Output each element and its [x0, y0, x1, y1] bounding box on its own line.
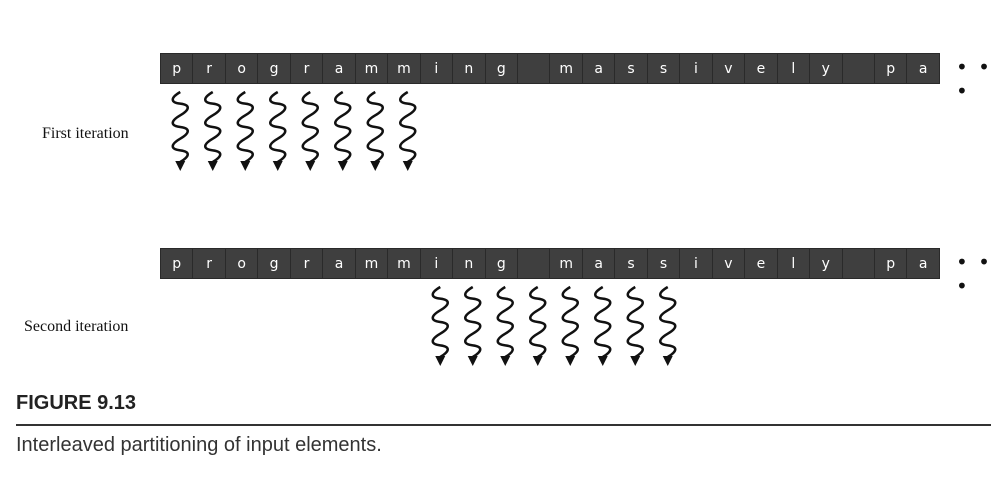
second-cell-12: m: [550, 249, 582, 278]
first-cell-6: m: [355, 54, 388, 83]
caption-divider: [16, 424, 991, 426]
first-cell-3: g: [258, 54, 290, 83]
second-cell-14: s: [615, 249, 647, 278]
second-cell-15: s: [647, 249, 680, 278]
first-cell-9: n: [453, 54, 485, 83]
ellipsis-second: • • •: [956, 250, 992, 298]
second-cell-5: a: [323, 249, 355, 278]
first-cell-7: m: [388, 54, 420, 83]
thread-arrow: [399, 90, 417, 171]
thread-arrow: [334, 90, 352, 171]
figure-caption: Interleaved partitioning of input elemen…: [16, 434, 382, 456]
first-cell-20: y: [810, 54, 842, 83]
thread-arrow: [594, 285, 612, 366]
first-cell-16: i: [680, 54, 712, 83]
second-cell-11: [517, 249, 550, 278]
second-cell-0: p: [161, 249, 193, 278]
first-cell-11: [517, 54, 550, 83]
second-cell-9: n: [453, 249, 485, 278]
thread-arrow: [204, 90, 222, 171]
first-cell-18: e: [745, 54, 777, 83]
first-cell-22: p: [874, 54, 907, 83]
first-iteration-label: First iteration: [42, 125, 129, 142]
second-cell-16: i: [680, 249, 712, 278]
second-iteration-label: Second iteration: [24, 318, 129, 335]
first-cell-17: v: [712, 54, 745, 83]
second-cell-10: g: [485, 249, 517, 278]
thread-arrow: [659, 285, 677, 366]
thread-arrow: [171, 90, 189, 171]
second-cell-6: m: [355, 249, 388, 278]
first-cell-4: r: [290, 54, 323, 83]
first-cell-10: g: [485, 54, 517, 83]
thread-arrow: [269, 90, 287, 171]
thread-arrow: [431, 285, 449, 366]
thread-arrow: [366, 90, 384, 171]
second-cell-13: a: [582, 249, 615, 278]
thread-arrow: [496, 285, 514, 366]
second-cell-21: [842, 249, 874, 278]
second-cell-22: p: [874, 249, 907, 278]
first-cell-8: i: [420, 54, 453, 83]
thread-arrow: [301, 90, 319, 171]
second-cell-17: v: [712, 249, 745, 278]
second-cell-7: m: [388, 249, 420, 278]
first-cell-14: s: [615, 54, 647, 83]
second-cell-2: o: [225, 249, 258, 278]
second-cell-19: l: [777, 249, 810, 278]
first-cell-0: p: [161, 54, 193, 83]
second-cell-3: g: [258, 249, 290, 278]
thread-arrow: [464, 285, 482, 366]
first-cell-19: l: [777, 54, 810, 83]
second-cell-23: a: [907, 249, 939, 278]
second-cell-20: y: [810, 249, 842, 278]
second-cell-8: i: [420, 249, 453, 278]
first-cell-23: a: [907, 54, 939, 83]
first-cell-5: a: [323, 54, 355, 83]
figure-number: FIGURE 9.13: [16, 392, 137, 414]
first-cell-12: m: [550, 54, 582, 83]
first-cell-2: o: [225, 54, 258, 83]
second-cell-4: r: [290, 249, 323, 278]
thread-arrow: [529, 285, 547, 366]
first-cell-21: [842, 54, 874, 83]
first-cell-13: a: [582, 54, 615, 83]
thread-arrow: [236, 90, 254, 171]
thread-arrow: [626, 285, 644, 366]
first-cell-1: r: [193, 54, 225, 83]
ellipsis-first: • • •: [956, 55, 992, 103]
thread-arrow: [561, 285, 579, 366]
second-cell-1: r: [193, 249, 225, 278]
second-cell-18: e: [745, 249, 777, 278]
first-cell-15: s: [647, 54, 680, 83]
